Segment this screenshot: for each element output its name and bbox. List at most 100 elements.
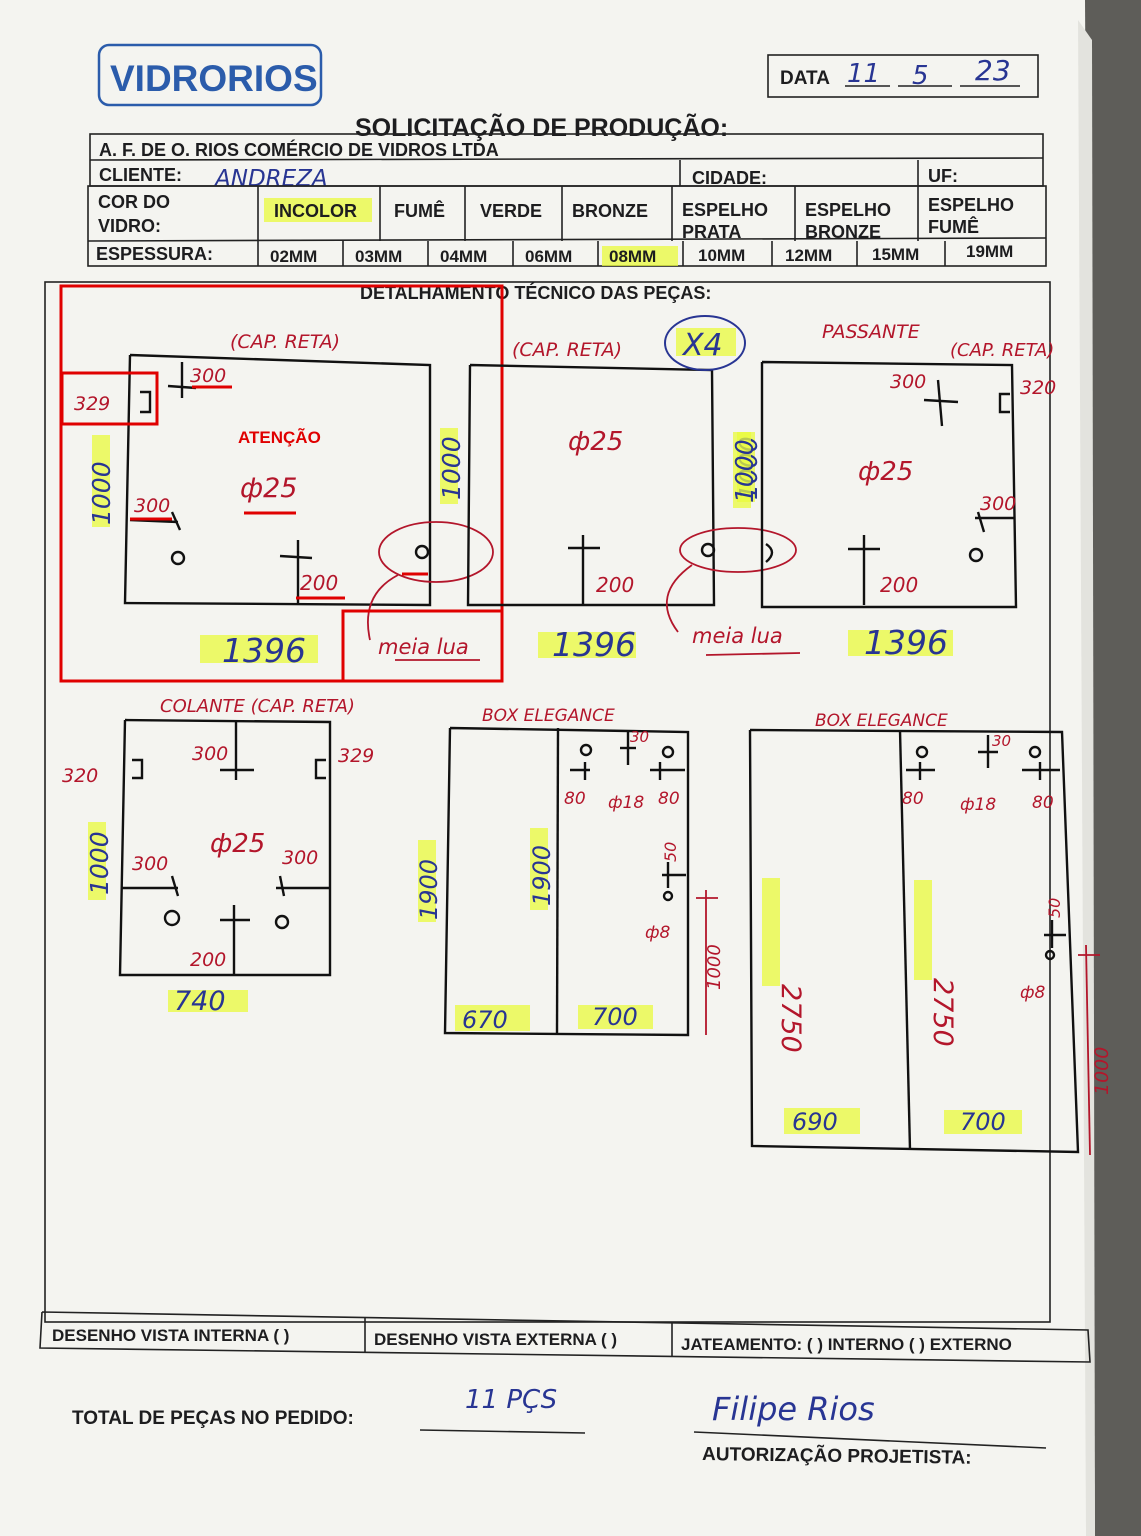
piece-1-right-height-highlight bbox=[440, 428, 458, 504]
piece-6-height-r: 2750 bbox=[927, 978, 958, 1047]
piece-3-height: 1000 bbox=[730, 439, 759, 503]
08mm-highlight bbox=[602, 246, 678, 266]
piece-1-height-highlight bbox=[92, 435, 110, 527]
piece-5-height-r-highlight bbox=[530, 828, 548, 910]
piece-3-drawing bbox=[760, 360, 1018, 609]
piece-6-w-r: 700 bbox=[960, 1108, 1006, 1136]
quantity-highlight bbox=[676, 328, 736, 356]
piece-4-dim-300-l: 300 bbox=[132, 853, 168, 875]
piece-6-d18: ф18 bbox=[960, 795, 996, 815]
piece-6-drawing bbox=[748, 728, 1100, 1156]
thickness-06mm: 06MM bbox=[525, 247, 572, 266]
date-label: DATA bbox=[780, 68, 830, 89]
attention-box bbox=[59, 284, 504, 683]
uf-label: UF: bbox=[928, 166, 958, 186]
piece-1-meia-lua-circle bbox=[378, 521, 494, 583]
piece-5-d30: 30 bbox=[630, 728, 649, 746]
piece-5-d1000: 1000 bbox=[704, 944, 725, 990]
date-day: 11 bbox=[847, 59, 880, 89]
piece-1-height: 1000 bbox=[87, 461, 116, 525]
piece-1-hole: ф25 bbox=[240, 473, 297, 504]
glass-color-label-2: VIDRO: bbox=[98, 216, 161, 236]
piece-2-width: 1396 bbox=[552, 625, 636, 664]
piece-4-label: COLANTE (CAP. RETA) bbox=[160, 696, 355, 717]
piece-1-drawing bbox=[123, 353, 432, 607]
glass-table bbox=[87, 185, 1047, 267]
attention-label: ATENÇÃO bbox=[238, 427, 321, 447]
quantity-circle bbox=[664, 315, 746, 371]
piece-6-w-l: 690 bbox=[792, 1108, 838, 1136]
piece-4-hole: ф25 bbox=[210, 829, 265, 859]
piece-5-height-r: 1900 bbox=[528, 845, 556, 906]
color-espelho-fume-2: FUMÊ bbox=[928, 216, 979, 237]
view-external: DESENHO VISTA EXTERNA ( ) bbox=[374, 1330, 617, 1349]
piece-4-dim-320: 320 bbox=[62, 765, 98, 787]
view-internal: DESENHO VISTA INTERNA ( ) bbox=[52, 1326, 289, 1345]
piece-2-meia-lua-circle bbox=[679, 527, 797, 573]
thickness-15mm: 15MM bbox=[872, 245, 919, 264]
piece-2-hole: ф25 bbox=[568, 427, 623, 457]
piece-5-height-l-highlight bbox=[418, 840, 436, 922]
piece-6-w-r-highlight bbox=[944, 1110, 1022, 1134]
piece-6-d30: 30 bbox=[992, 732, 1011, 750]
piece-4-dim-200: 200 bbox=[190, 949, 226, 971]
view-table bbox=[39, 1311, 1091, 1363]
piece-2-width-highlight bbox=[538, 632, 636, 658]
piece-6-height-r-highlight bbox=[914, 880, 932, 980]
color-fume: FUMÊ bbox=[394, 200, 445, 221]
piece-1-right-height: 1000 bbox=[437, 436, 466, 500]
piece-6-w-l-highlight bbox=[784, 1108, 860, 1134]
piece-3-dim-300-right: 300 bbox=[980, 493, 1016, 515]
client-value: ANDREZA bbox=[213, 166, 328, 192]
color-verde: VERDE bbox=[480, 201, 542, 221]
piece-5-d8: ф8 bbox=[645, 923, 671, 943]
piece-6-label: BOX ELEGANCE bbox=[815, 711, 948, 731]
attention-box-329 bbox=[60, 371, 159, 426]
color-incolor: INCOLOR bbox=[274, 201, 357, 221]
piece-1-width: 1396 bbox=[222, 631, 306, 670]
piece-4-height: 1000 bbox=[85, 831, 114, 895]
total-value: 11 PÇS bbox=[465, 1385, 557, 1415]
piece-5-d80a: 80 bbox=[564, 789, 586, 809]
piece-1-dim-200: 200 bbox=[300, 571, 338, 595]
piece-5-w-l: 670 bbox=[462, 1006, 508, 1034]
color-espelho-prata-2: PRATA bbox=[682, 222, 741, 242]
piece-3-height-highlight bbox=[733, 432, 751, 508]
piece-1-dim-300-top: 300 bbox=[190, 365, 226, 387]
piece-6-d80a: 80 bbox=[902, 789, 924, 809]
piece-4-dim-300-r: 300 bbox=[282, 847, 318, 869]
piece-5-drawing bbox=[443, 726, 718, 1037]
client-label: CLIENTE: bbox=[99, 165, 182, 185]
thickness-19mm: 19MM bbox=[966, 242, 1013, 261]
piece-4-drawing bbox=[118, 718, 332, 977]
authorization-label: AUTORIZAÇÃO PROJETISTA: bbox=[702, 1443, 972, 1469]
piece-5-d50: 50 bbox=[661, 842, 680, 862]
piece-3-dim-300-top: 300 bbox=[890, 371, 926, 393]
thickness-02mm: 02MM bbox=[270, 247, 317, 266]
piece-6-d8: ф8 bbox=[1020, 983, 1046, 1003]
logo-text: VIDRORIOS bbox=[110, 58, 318, 99]
piece-4-dim-329: 329 bbox=[338, 745, 374, 767]
color-espelho-bronze-2: BRONZE bbox=[805, 222, 881, 242]
piece-4-width-highlight bbox=[168, 990, 248, 1012]
sandblast: JATEAMENTO: ( ) INTERNO ( ) EXTERNO bbox=[681, 1335, 1012, 1354]
piece-5-label: BOX ELEGANCE bbox=[482, 706, 615, 726]
piece-2-note: meia lua bbox=[692, 624, 783, 648]
piece-2-label: (CAP. RETA) bbox=[512, 339, 622, 361]
piece-6-d1000: 1000 bbox=[1091, 1047, 1113, 1095]
piece-1-dim-329: 329 bbox=[74, 393, 110, 415]
date-month: 5 bbox=[912, 61, 929, 91]
thickness-03mm: 03MM bbox=[355, 247, 402, 266]
thickness-label: ESPESSURA: bbox=[96, 244, 213, 264]
date-year: 23 bbox=[975, 54, 1011, 87]
total-label: TOTAL DE PEÇAS NO PEDIDO: bbox=[72, 1408, 354, 1429]
piece-5-d80b: 80 bbox=[658, 789, 680, 809]
piece-3-dim-200: 200 bbox=[880, 573, 918, 597]
thickness-08mm: 08MM bbox=[609, 247, 656, 266]
piece-5-w-l-highlight bbox=[455, 1005, 530, 1031]
piece-5-w-r: 700 bbox=[592, 1003, 638, 1031]
paper-sheet bbox=[0, 0, 1095, 1536]
piece-2-drawing bbox=[466, 363, 716, 607]
